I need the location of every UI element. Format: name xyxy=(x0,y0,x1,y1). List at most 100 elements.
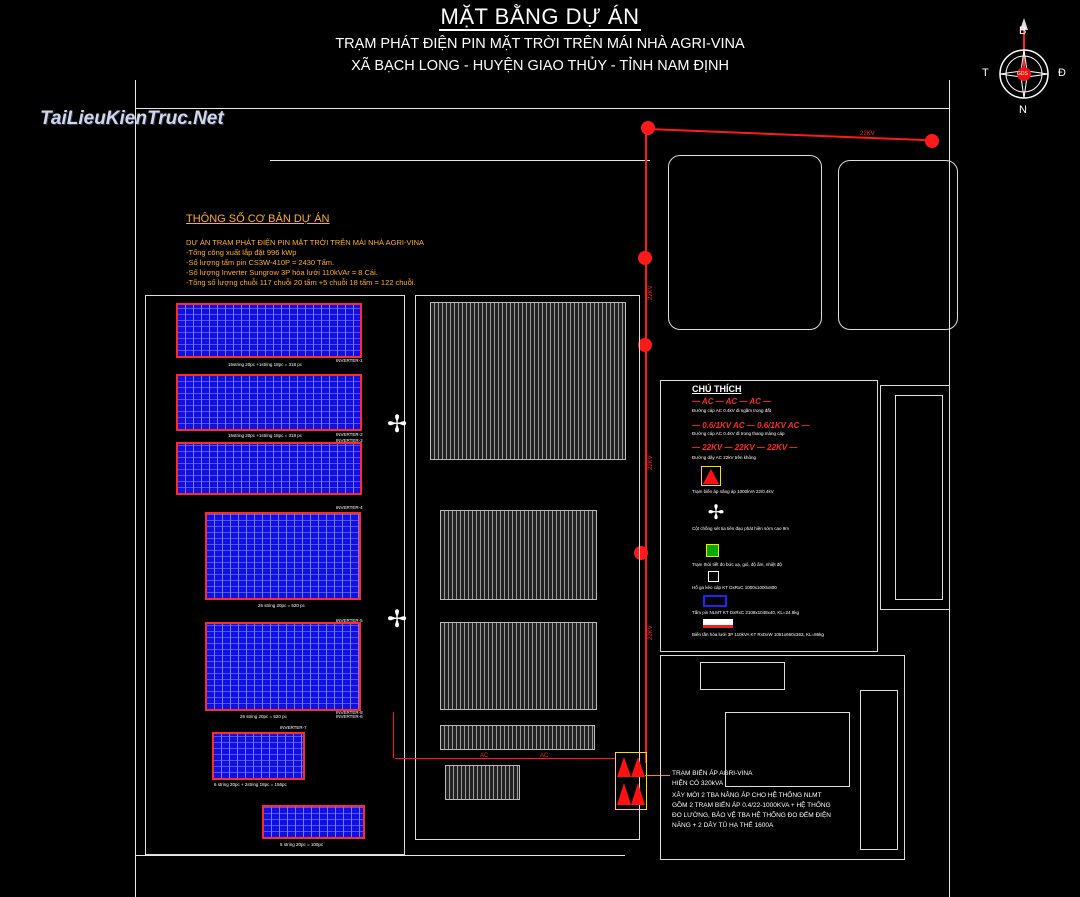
boundary-line-left xyxy=(135,80,136,897)
legend-symbol-ac: — AC — AC — AC — xyxy=(692,397,772,406)
legend-box xyxy=(660,380,878,652)
annotation-line: ĐO LƯỜNG, BẢO VỆ TBA HỆ THỐNG ĐO ĐẾM ĐIỆ… xyxy=(672,812,831,819)
roof-panels xyxy=(445,765,520,800)
compass-icon: B N T Đ GDS xyxy=(982,12,1078,120)
transformer-icon xyxy=(615,752,647,810)
params-line: -Tổng số lượng chuỗi 117 chuỗi 20 tấm +5… xyxy=(186,278,416,287)
pole-icon xyxy=(641,121,655,135)
legend-symbol-tray: — 0.6/1KV AC — 0.6/1KV AC — xyxy=(692,421,810,430)
cable-22kv-horizontal xyxy=(647,128,933,141)
inverter-label: INVERTER-4 xyxy=(336,505,363,510)
legend-text: Cột chống sét tia tiên đạo phát hiện sớm… xyxy=(692,526,790,531)
legend-text: Hố ga kéo cáp KT DxRxC 1000x1000x800 xyxy=(692,585,777,590)
pv-array xyxy=(176,303,362,358)
cable-label-ac: AC xyxy=(540,753,549,759)
cable-label-22kv: 22KV xyxy=(648,285,654,300)
road-line-bottom xyxy=(135,855,625,856)
annotation-line: XÂY MỚI 2 TBA NÂNG ÁP CHO HỆ THỐNG NLMT xyxy=(672,792,822,799)
params-line: -Số lượng Inverter Sungrow 3P hòa lưới 1… xyxy=(186,268,378,277)
legend-symbol-22kv: — 22KV — 22KV — 22KV — xyxy=(692,443,798,452)
string-label: 15string 20pc +1string 18pc = 318 pc xyxy=(228,362,303,367)
cable-ac xyxy=(393,712,394,758)
football-field xyxy=(725,712,850,787)
params-line: DỰ ÁN TRẠM PHÁT ĐIỆN PIN MẶT TRỜI TRÊN M… xyxy=(186,238,425,247)
params-line: -Số lượng tấm pin CS3W-410P = 2430 Tấm. xyxy=(186,258,335,267)
watermark: TaiLieuKienTruc.Net xyxy=(40,108,224,129)
pole-icon xyxy=(634,546,648,560)
legend-text: Trạm biến áp nâng áp 1000kVA 22/0.4kV xyxy=(692,489,774,494)
pv-array xyxy=(176,442,362,495)
building xyxy=(700,662,785,690)
inverter-label: INVERTER-8 xyxy=(336,710,363,715)
compass-center: GDS xyxy=(1017,71,1028,77)
building xyxy=(838,160,958,330)
cable-label-22kv: 22KV xyxy=(648,625,654,640)
pv-array xyxy=(176,374,362,431)
page-title: MẶT BẰNG DỰ ÁN xyxy=(438,4,642,31)
lightning-rod-icon: ✢ xyxy=(386,411,408,438)
cable-22kv-vertical xyxy=(645,128,647,763)
string-label: 15string 20pc +1string 18pc = 318 pc xyxy=(228,433,303,438)
compass-south: N xyxy=(1019,104,1027,116)
building xyxy=(668,155,822,330)
annotation-line: HIỆN CÓ 320kVA xyxy=(672,780,724,787)
inverter-label: INVERTER-2 xyxy=(336,432,363,437)
cable-label-22kv: 22KV xyxy=(860,131,875,137)
weather-station-icon xyxy=(706,544,719,557)
legend-text: Đường cáp AC 0.4kV đi trong thang máng c… xyxy=(692,431,785,436)
pv-array xyxy=(205,512,361,600)
transformer-legend-icon xyxy=(701,466,721,486)
pole-icon xyxy=(925,134,939,148)
compass-north: B xyxy=(1019,25,1027,37)
legend-text: Đường cáp AC 0.4kV đi ngầm trong đất xyxy=(692,408,772,413)
inverter-label: INVERTER-7 xyxy=(280,725,307,730)
pole-icon xyxy=(638,251,652,265)
inverter-label: INVERTER-1 xyxy=(336,358,363,363)
cable-ac xyxy=(395,758,615,759)
params-line: -Tổng công xuất lắp đặt 996 kWp xyxy=(186,248,297,257)
leader-line xyxy=(645,775,670,776)
road-line xyxy=(270,160,650,161)
inverter-legend-icon xyxy=(703,619,733,628)
roof-panels xyxy=(440,510,597,600)
compass-east: Đ xyxy=(1058,67,1066,79)
road-line-top xyxy=(135,108,950,109)
legend-text: Đường dây AC 22kV trên không xyxy=(692,455,756,460)
roof-building-1 xyxy=(145,295,405,855)
legend-text: Trạm thời tiết đo bức xạ, gió, độ ẩm, nh… xyxy=(692,562,782,567)
inverter-label: INVERTER-5 xyxy=(336,618,363,623)
lightning-rod-legend-icon: ✢ xyxy=(707,502,725,524)
legend-heading: CHÚ THÍCH xyxy=(692,384,742,394)
cable-label-22kv: 22KV xyxy=(648,455,654,470)
roof-building-2 xyxy=(415,295,640,840)
params-heading: THÔNG SỐ CƠ BẢN DỰ ÁN xyxy=(186,213,330,225)
subtitle-project: TRẠM PHÁT ĐIỆN PIN MẶT TRỜI TRÊN MÁI NHÀ… xyxy=(335,36,745,52)
building xyxy=(860,690,898,850)
manhole-icon xyxy=(708,571,719,582)
inverter-label: INVERTER-6 xyxy=(336,714,363,719)
pv-array xyxy=(205,622,361,711)
building xyxy=(880,385,950,610)
string-label: 6 string 20pc + 2string 18pc = 156pc xyxy=(214,782,287,787)
annotation-line: NĂNG + 2 DÂY TỦ HẠ THẾ 1600A xyxy=(672,822,774,829)
legend-text: Tấm pin NLMT KT DxRxC 2108x1048x40, KL=2… xyxy=(692,610,800,615)
pole-icon xyxy=(638,338,652,352)
roof-panels xyxy=(440,725,595,750)
annotation-line: GỒM 2 TRẠM BIẾN ÁP 0.4/22-1000KVA + HỆ T… xyxy=(672,802,831,809)
roof-panels xyxy=(440,622,597,710)
inverter-label: INVERTER-3 xyxy=(336,438,363,443)
string-label: 26 string 20pc = 520 pc xyxy=(258,603,305,608)
roof-panels xyxy=(430,302,626,460)
lightning-rod-icon: ✢ xyxy=(386,606,408,633)
string-label: 26 string 20pc = 520 pc xyxy=(240,714,287,719)
building-inner xyxy=(895,395,943,600)
sports-area xyxy=(660,655,905,860)
string-label: 5 string 20pc = 100pc xyxy=(280,842,324,847)
compass-west: T xyxy=(982,67,989,79)
cable-label-ac: AC xyxy=(480,753,489,759)
pv-array xyxy=(262,805,365,839)
annotation-line: TRẠM BIẾN ÁP AGRI-VINA xyxy=(672,770,753,777)
pv-panel-legend-icon xyxy=(703,595,727,607)
pv-array xyxy=(212,732,305,780)
legend-text: Biến tần hòa lưới 3P 110kVA KT RxDxW 105… xyxy=(692,632,824,637)
